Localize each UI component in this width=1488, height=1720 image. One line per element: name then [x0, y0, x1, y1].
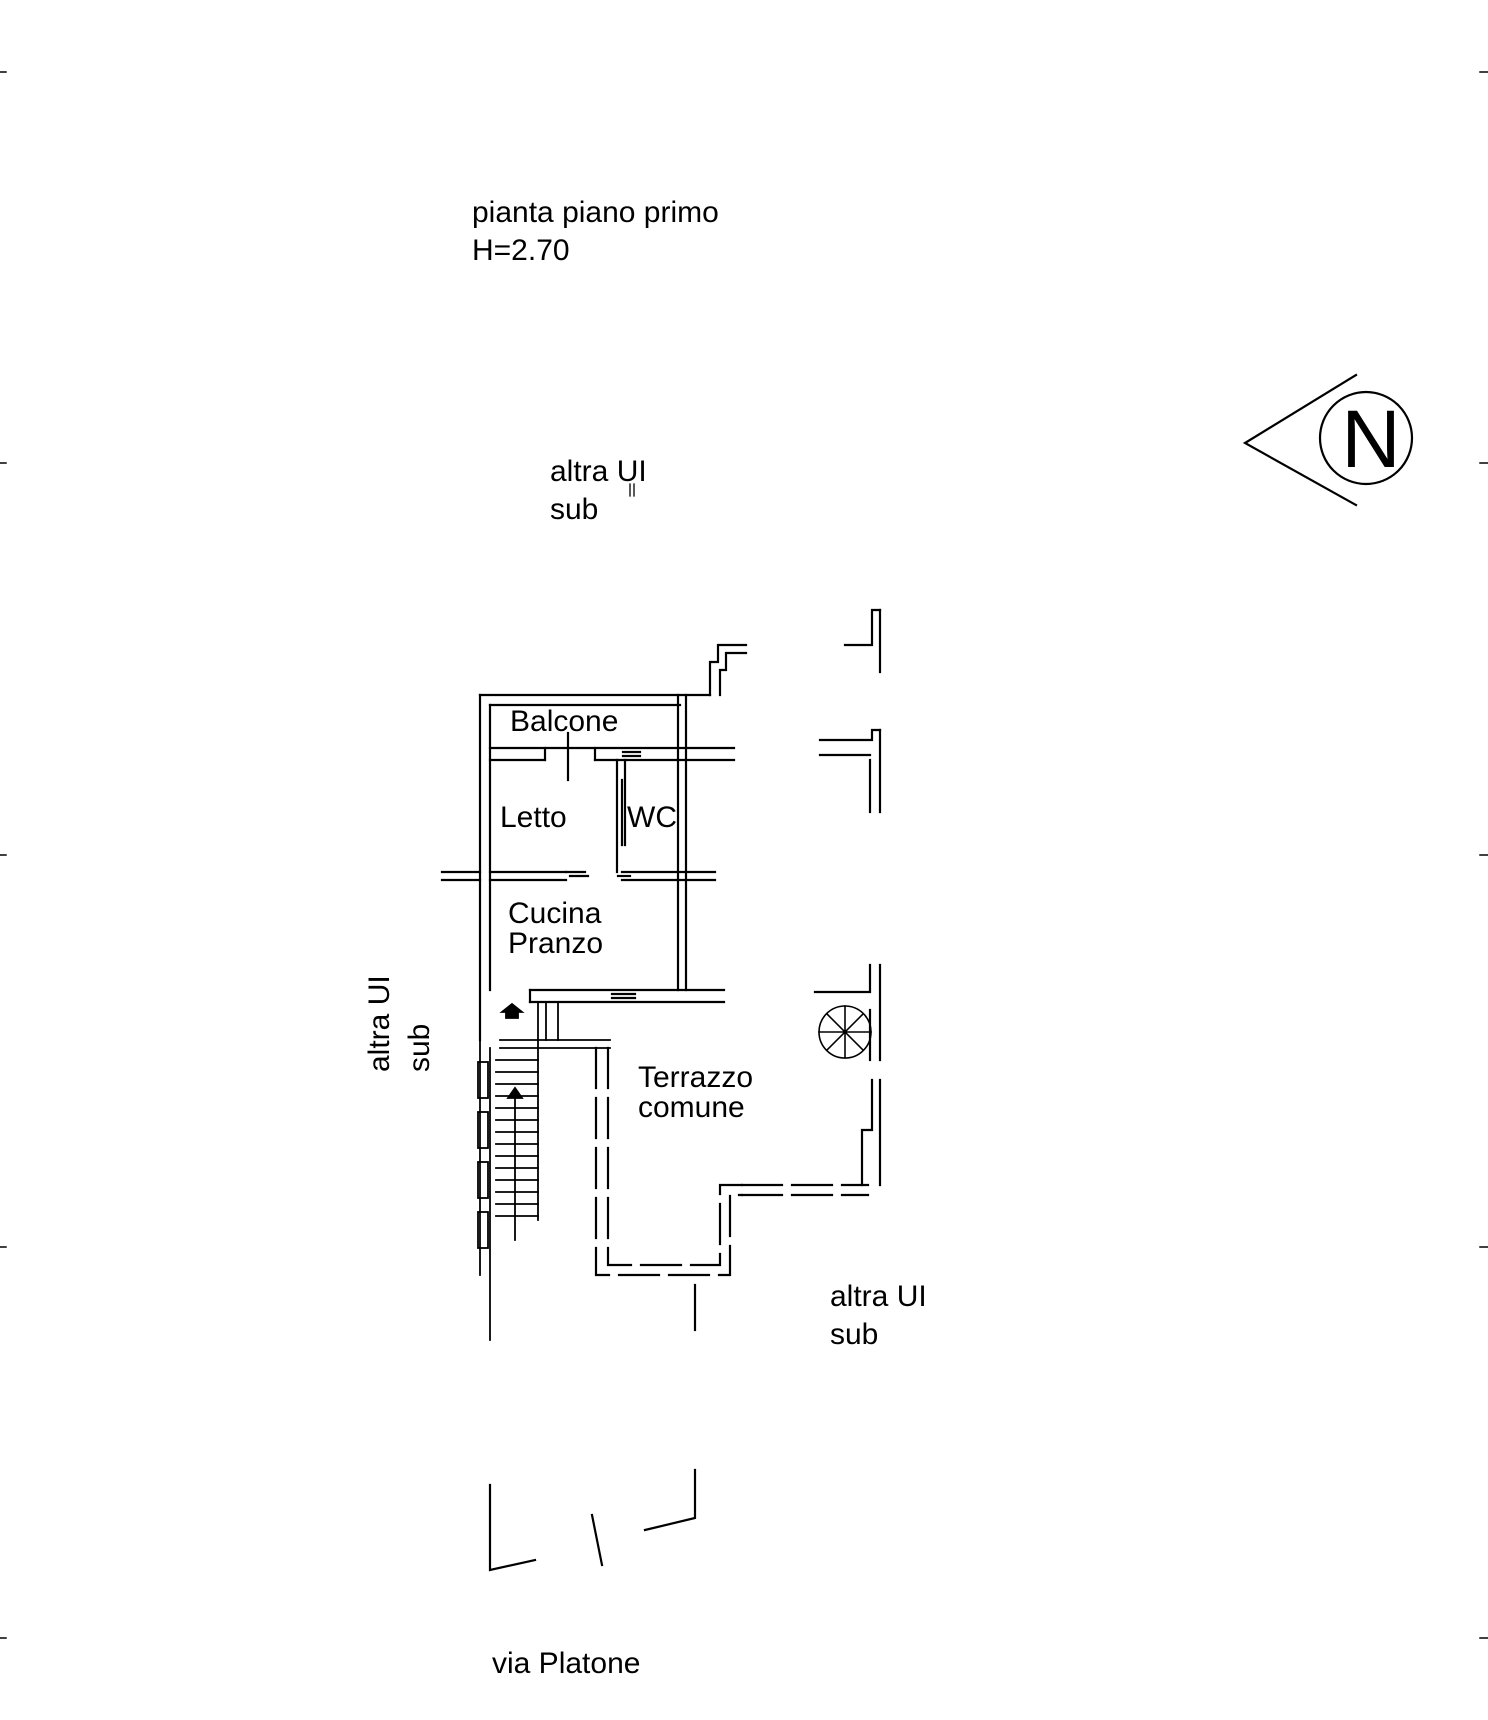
neighbor-top-line1: altra UI — [550, 455, 647, 488]
room-label-comune: comune — [638, 1091, 745, 1124]
room-label-cucina-pranzo: Cucina Pranzo — [508, 899, 603, 959]
outer-walls — [440, 643, 748, 1042]
neighbor-left-line1: altra UI — [363, 975, 396, 1072]
neighbor-left-line2: sub — [403, 1023, 436, 1072]
room-label-pranzo: Pranzo — [508, 927, 604, 960]
room-label-balcone: Balcone — [510, 705, 619, 738]
room-label-wc: WC — [627, 801, 677, 834]
terrazzo-outline — [594, 1046, 870, 1277]
plan-title-line2: H=2.70 — [472, 234, 570, 267]
neighbor-bottom-right-line1: altra UI — [830, 1280, 927, 1313]
edge-ticks — [0, 71, 1488, 1639]
neighbor-top-line2: sub — [550, 493, 599, 526]
room-label-cucina: Cucina — [508, 897, 602, 930]
neighbor-label-bottom-right: altra UI sub — [830, 1278, 927, 1354]
neighbor-bottom-right-line2: sub — [830, 1318, 879, 1351]
room-label-terrazzo-comune: Terrazzo comune — [638, 1063, 753, 1123]
neighbor-label-top: altra UI sub — [550, 453, 647, 529]
spiral-staircase — [818, 1005, 872, 1059]
neighbor-walls — [693, 608, 882, 1332]
room-label-terrazzo: Terrazzo — [638, 1061, 754, 1094]
room-label-letto: Letto — [500, 801, 567, 834]
plan-title: pianta piano primo H=2.70 — [472, 194, 719, 270]
north-arrow-icon — [1242, 373, 1414, 507]
street-entrance — [488, 1468, 697, 1572]
annotation-marks — [629, 483, 635, 497]
staircase — [477, 1001, 611, 1341]
plan-title-line1: pianta piano primo — [472, 196, 719, 229]
north-letter: N — [1341, 394, 1401, 485]
street-label: via Platone — [492, 1647, 641, 1680]
